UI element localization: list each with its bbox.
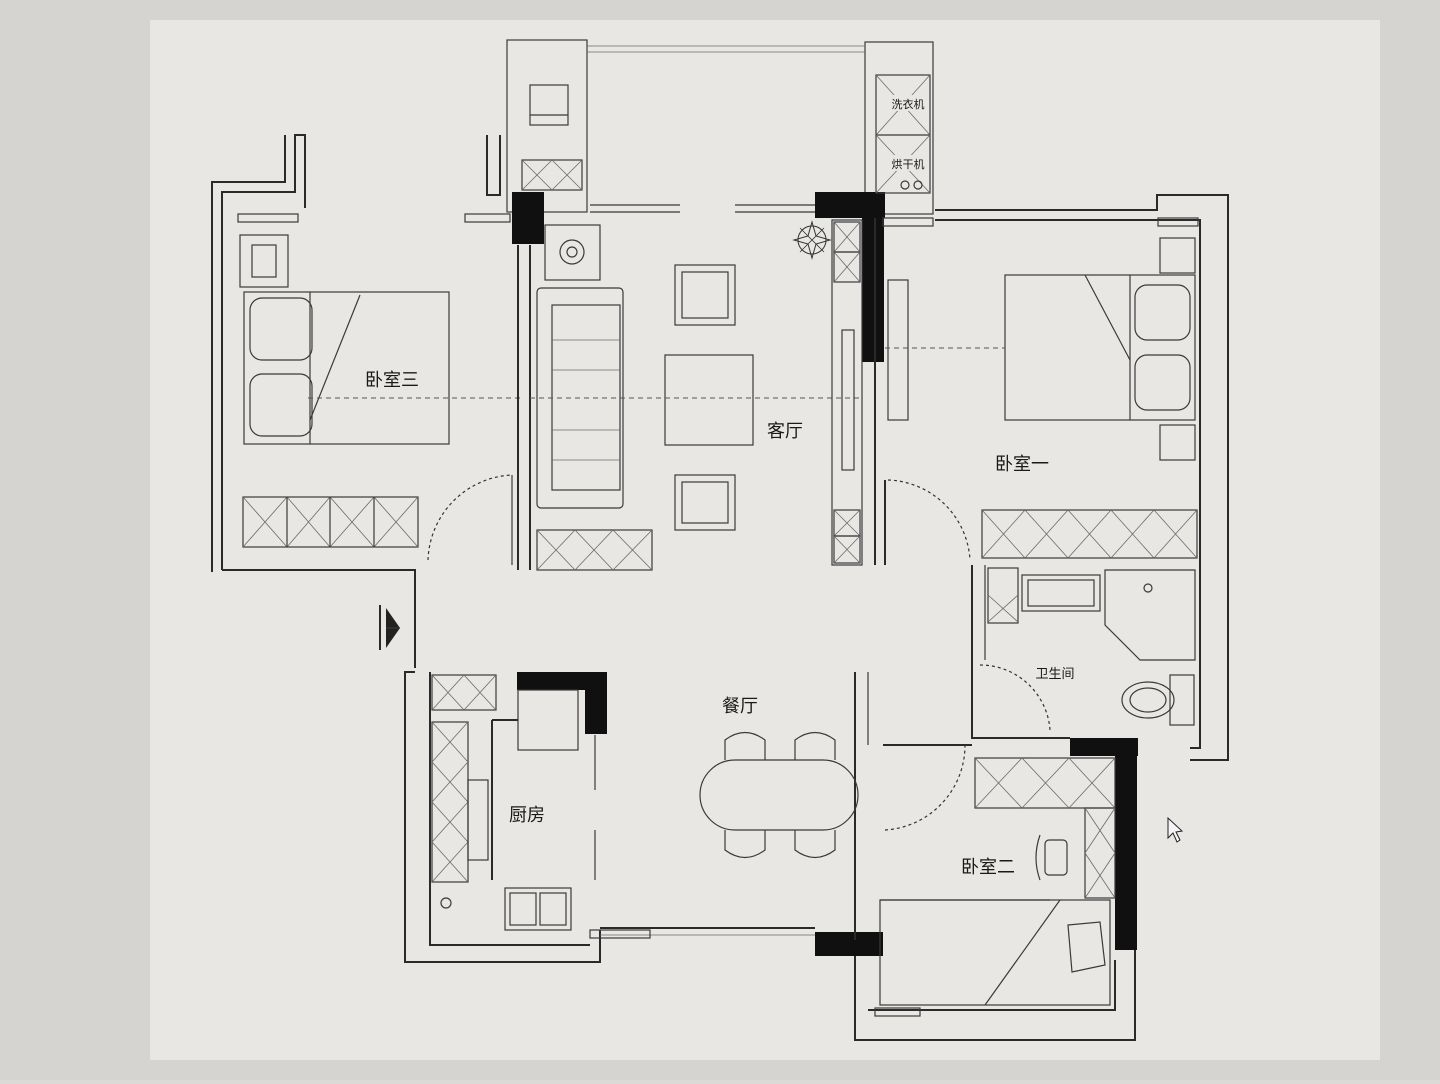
tv-cabinet (536, 529, 653, 571)
windows (237, 204, 1199, 1017)
bedroom-two: 卧室二 (879, 744, 1116, 1006)
tv-wall-cabinet (831, 219, 863, 566)
plan-paper (150, 20, 1380, 1060)
bedroom-three: 卧室三 (239, 234, 520, 565)
service-area: 洗衣机 烘干机 (521, 74, 931, 194)
entrance-arrow-icon (379, 605, 400, 650)
outer-walls (211, 39, 1229, 1041)
bedroom-three-label: 卧室三 (365, 370, 419, 391)
bathroom-label: 卫生间 (1035, 667, 1074, 682)
kitchen-sink (504, 887, 572, 931)
wardrobe (242, 496, 419, 548)
dryer-label: 烘干机 (892, 157, 925, 171)
wardrobe (981, 509, 1198, 559)
structural-columns (512, 192, 1138, 956)
bedroom-one-label: 卧室一 (995, 454, 1049, 475)
mouse-cursor-icon (1167, 816, 1184, 843)
dining-room-label: 餐厅 (722, 696, 758, 717)
living-room-label: 客厅 (767, 421, 803, 442)
washer-label: 洗衣机 (892, 97, 925, 111)
coffee-table (664, 354, 754, 446)
bedroom-one: 卧室一 (874, 218, 1198, 565)
kitchen: 厨房 (431, 674, 596, 931)
plant-icon (792, 220, 832, 260)
dining-table (699, 759, 859, 831)
bedroom-two-label: 卧室二 (961, 857, 1015, 878)
kitchen-label: 厨房 (509, 805, 545, 826)
living-room: 客厅 (517, 219, 863, 571)
dining-room: 餐厅 (699, 672, 869, 940)
bed (243, 291, 450, 445)
bathroom: 卫生间 (971, 565, 1196, 739)
